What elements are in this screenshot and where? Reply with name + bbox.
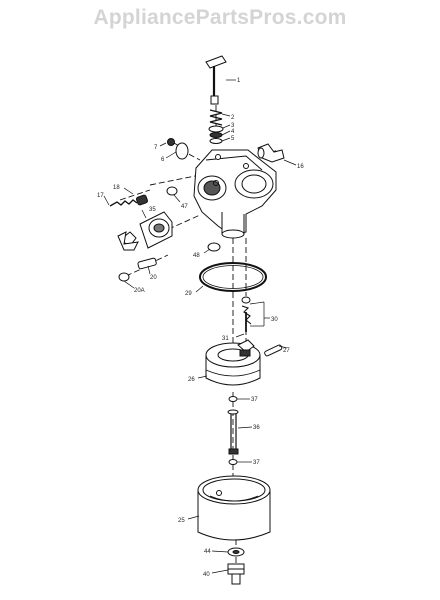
label-part-26: 26 (188, 377, 195, 383)
label-part-5: 5 (231, 136, 235, 142)
label-part-20: 20 (150, 275, 157, 281)
pin-part-47 (166, 186, 178, 196)
label-part-16: 16 (297, 164, 304, 170)
label-part-18: 18 (113, 185, 120, 191)
label-part-17: 17 (97, 193, 104, 199)
label-part-20a: 20A (134, 288, 145, 294)
bowl-gasket-part-29 (199, 262, 267, 292)
o-ring-part-37-upper (228, 396, 238, 402)
float-needle-parts-30-31 (241, 296, 252, 332)
label-part-47: 47 (181, 204, 188, 210)
label-part-31: 31 (222, 336, 229, 342)
label-part-27: 27 (283, 348, 290, 354)
label-part-4: 4 (231, 129, 235, 135)
throttle-plate-part-6 (175, 142, 189, 160)
needle-valve-part-35 (117, 211, 173, 251)
label-part-1: 1 (237, 78, 241, 84)
label-part-37-upper: 37 (251, 397, 258, 403)
bowl-nut-part-40 (227, 563, 245, 585)
screw-part-7 (167, 138, 180, 147)
fuel-bowl-part-25 (197, 475, 271, 541)
primer-elbow-part-16 (257, 143, 285, 163)
label-part-3: 3 (231, 123, 235, 129)
label-part-40: 40 (203, 572, 210, 578)
main-jet-part-36 (227, 409, 239, 455)
label-part-48: 48 (193, 253, 200, 259)
leader-lines (103, 79, 297, 574)
watermark-text: AppliancePartsPros.com (93, 6, 347, 29)
label-part-2: 2 (231, 115, 235, 121)
label-part-6: 6 (161, 157, 165, 163)
label-part-29: 29 (185, 291, 192, 297)
label-part-37-lower: 37 (253, 460, 260, 466)
idle-screw-parts-17-18 (109, 194, 149, 207)
carburetor-body (193, 149, 277, 239)
washers-parts-3-4-5 (208, 125, 224, 144)
plug-part-48 (207, 242, 221, 252)
float-part-26 (205, 339, 261, 386)
washer-part-44 (227, 547, 245, 557)
label-part-25: 25 (178, 518, 185, 524)
label-part-30: 30 (271, 317, 278, 323)
label-part-35: 35 (149, 207, 156, 213)
label-part-36: 36 (253, 425, 260, 431)
spring-part-2 (209, 109, 223, 126)
throttle-shaft-part-1 (205, 55, 227, 105)
label-part-7: 7 (154, 145, 158, 151)
o-ring-part-37-lower (228, 459, 238, 465)
label-part-44: 44 (204, 549, 211, 555)
part-number-labels: 1 2 3 4 5 6 7 16 17 18 20 20A 25 26 27 2… (97, 78, 304, 578)
